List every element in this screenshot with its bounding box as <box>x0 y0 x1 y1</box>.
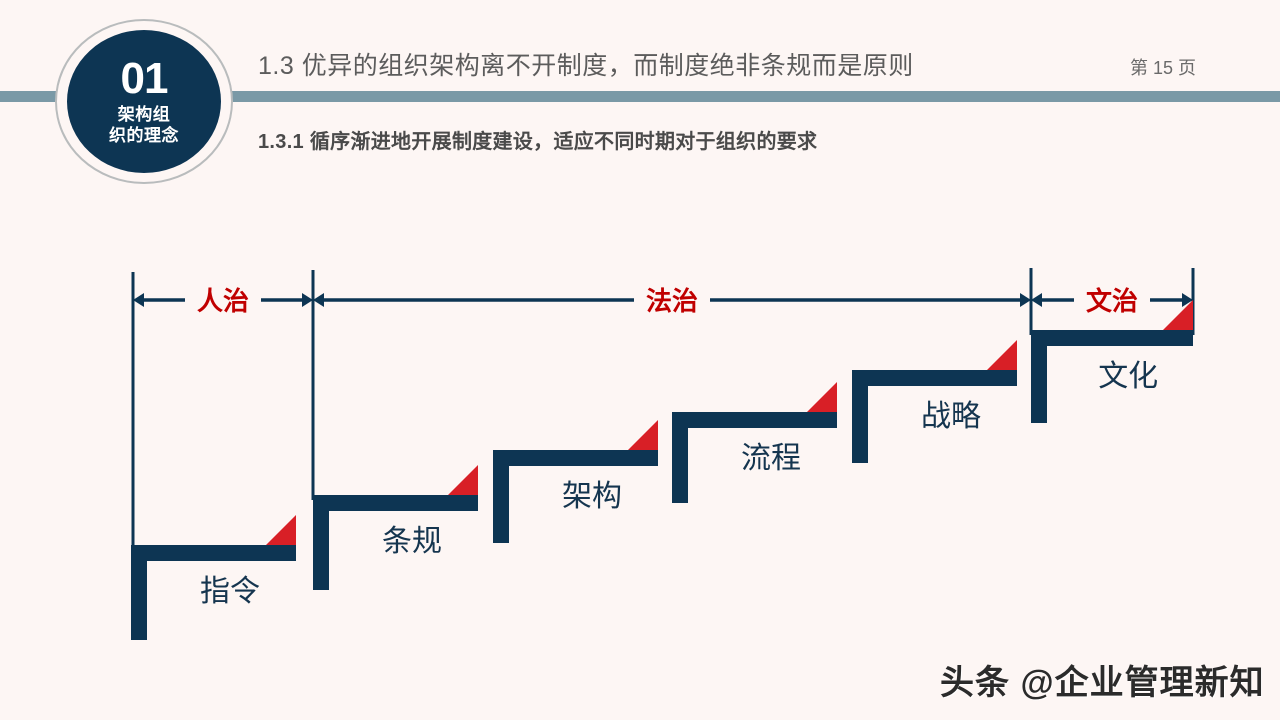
step-riser-4 <box>672 412 688 503</box>
step-tread-6 <box>1031 330 1193 346</box>
phase-label-2: 法治 <box>646 286 698 316</box>
phase-arrow-left-shaft-2 <box>324 298 634 302</box>
phase-arrow-left-head-3 <box>1031 293 1042 307</box>
phase-arrows-group <box>133 293 1193 307</box>
phase-arrow-right-head-2 <box>1020 293 1031 307</box>
phase-arrow-right-head-1 <box>302 293 313 307</box>
phase-arrow-left-shaft-3 <box>1042 298 1074 302</box>
step-riser-3 <box>493 450 509 543</box>
phase-labels-group: 人治 法治 文治 <box>197 286 1138 316</box>
step-tread-4 <box>672 412 837 428</box>
subtitle-heading: 1.3.1 循序渐进地开展制度建设，适应不同时期对于组织的要求 <box>258 131 818 153</box>
steps-group <box>131 300 1193 640</box>
step-riser-5 <box>852 370 868 463</box>
phase-label-3: 文治 <box>1086 286 1138 316</box>
phase-arrow-right-head-3 <box>1182 293 1193 307</box>
step-6 <box>1031 300 1193 423</box>
step-riser-6 <box>1031 330 1047 423</box>
phase-label-1: 人治 <box>197 286 249 316</box>
step-riser-2 <box>313 495 329 590</box>
step-3 <box>493 420 658 543</box>
guide-line-2 <box>311 270 315 500</box>
badge-number: 01 <box>120 54 169 104</box>
step-marker-triangle-6 <box>1163 300 1193 330</box>
phase-arrow-right-shaft-3 <box>1150 298 1182 302</box>
watermark-text: 头条 @企业管理新知 <box>940 664 1265 702</box>
step-4 <box>672 382 837 503</box>
step-marker-triangle-5 <box>987 340 1017 370</box>
step-tread-5 <box>852 370 1017 386</box>
guide-line-3 <box>1029 268 1033 335</box>
step-label-6: 文化 <box>1098 360 1158 393</box>
step-5 <box>852 340 1017 463</box>
header-title: 1.3 优异的组织架构离不开制度，而制度绝非条规而是原则 <box>258 52 914 80</box>
phase-arrow-right-shaft-2 <box>710 298 1020 302</box>
phase-arrow-left-head-2 <box>313 293 324 307</box>
step-1 <box>131 515 296 640</box>
page-number: 第 15 页 <box>1130 58 1197 78</box>
section-badge: 01 架构组 织的理念 <box>55 19 233 184</box>
guide-line-1 <box>131 272 135 640</box>
header-divider-bar <box>0 91 1280 102</box>
step-label-3: 架构 <box>562 480 622 513</box>
step-marker-triangle-1 <box>266 515 296 545</box>
step-marker-triangle-2 <box>448 465 478 495</box>
guide-lines-group <box>131 268 1195 640</box>
step-marker-triangle-4 <box>807 382 837 412</box>
phase-arrow-left-shaft-1 <box>144 298 185 302</box>
step-label-5: 战略 <box>921 400 981 433</box>
phase-arrow-right-shaft-1 <box>261 298 302 302</box>
step-tread-1 <box>131 545 296 561</box>
step-riser-1 <box>131 545 147 640</box>
step-label-4: 流程 <box>741 442 801 475</box>
badge-line-2: 织的理念 <box>109 125 179 145</box>
step-2 <box>313 465 478 590</box>
step-label-2: 条规 <box>382 525 442 558</box>
step-label-1: 指令 <box>200 575 260 608</box>
badge-line-1: 架构组 <box>117 105 171 125</box>
step-marker-triangle-3 <box>628 420 658 450</box>
badge-core: 01 架构组 织的理念 <box>64 27 224 176</box>
step-tread-3 <box>493 450 658 466</box>
phase-arrow-left-head-1 <box>133 293 144 307</box>
step-tread-2 <box>313 495 478 511</box>
step-labels-group: 指令 条规 架构 流程 战略 文化 <box>200 360 1158 608</box>
